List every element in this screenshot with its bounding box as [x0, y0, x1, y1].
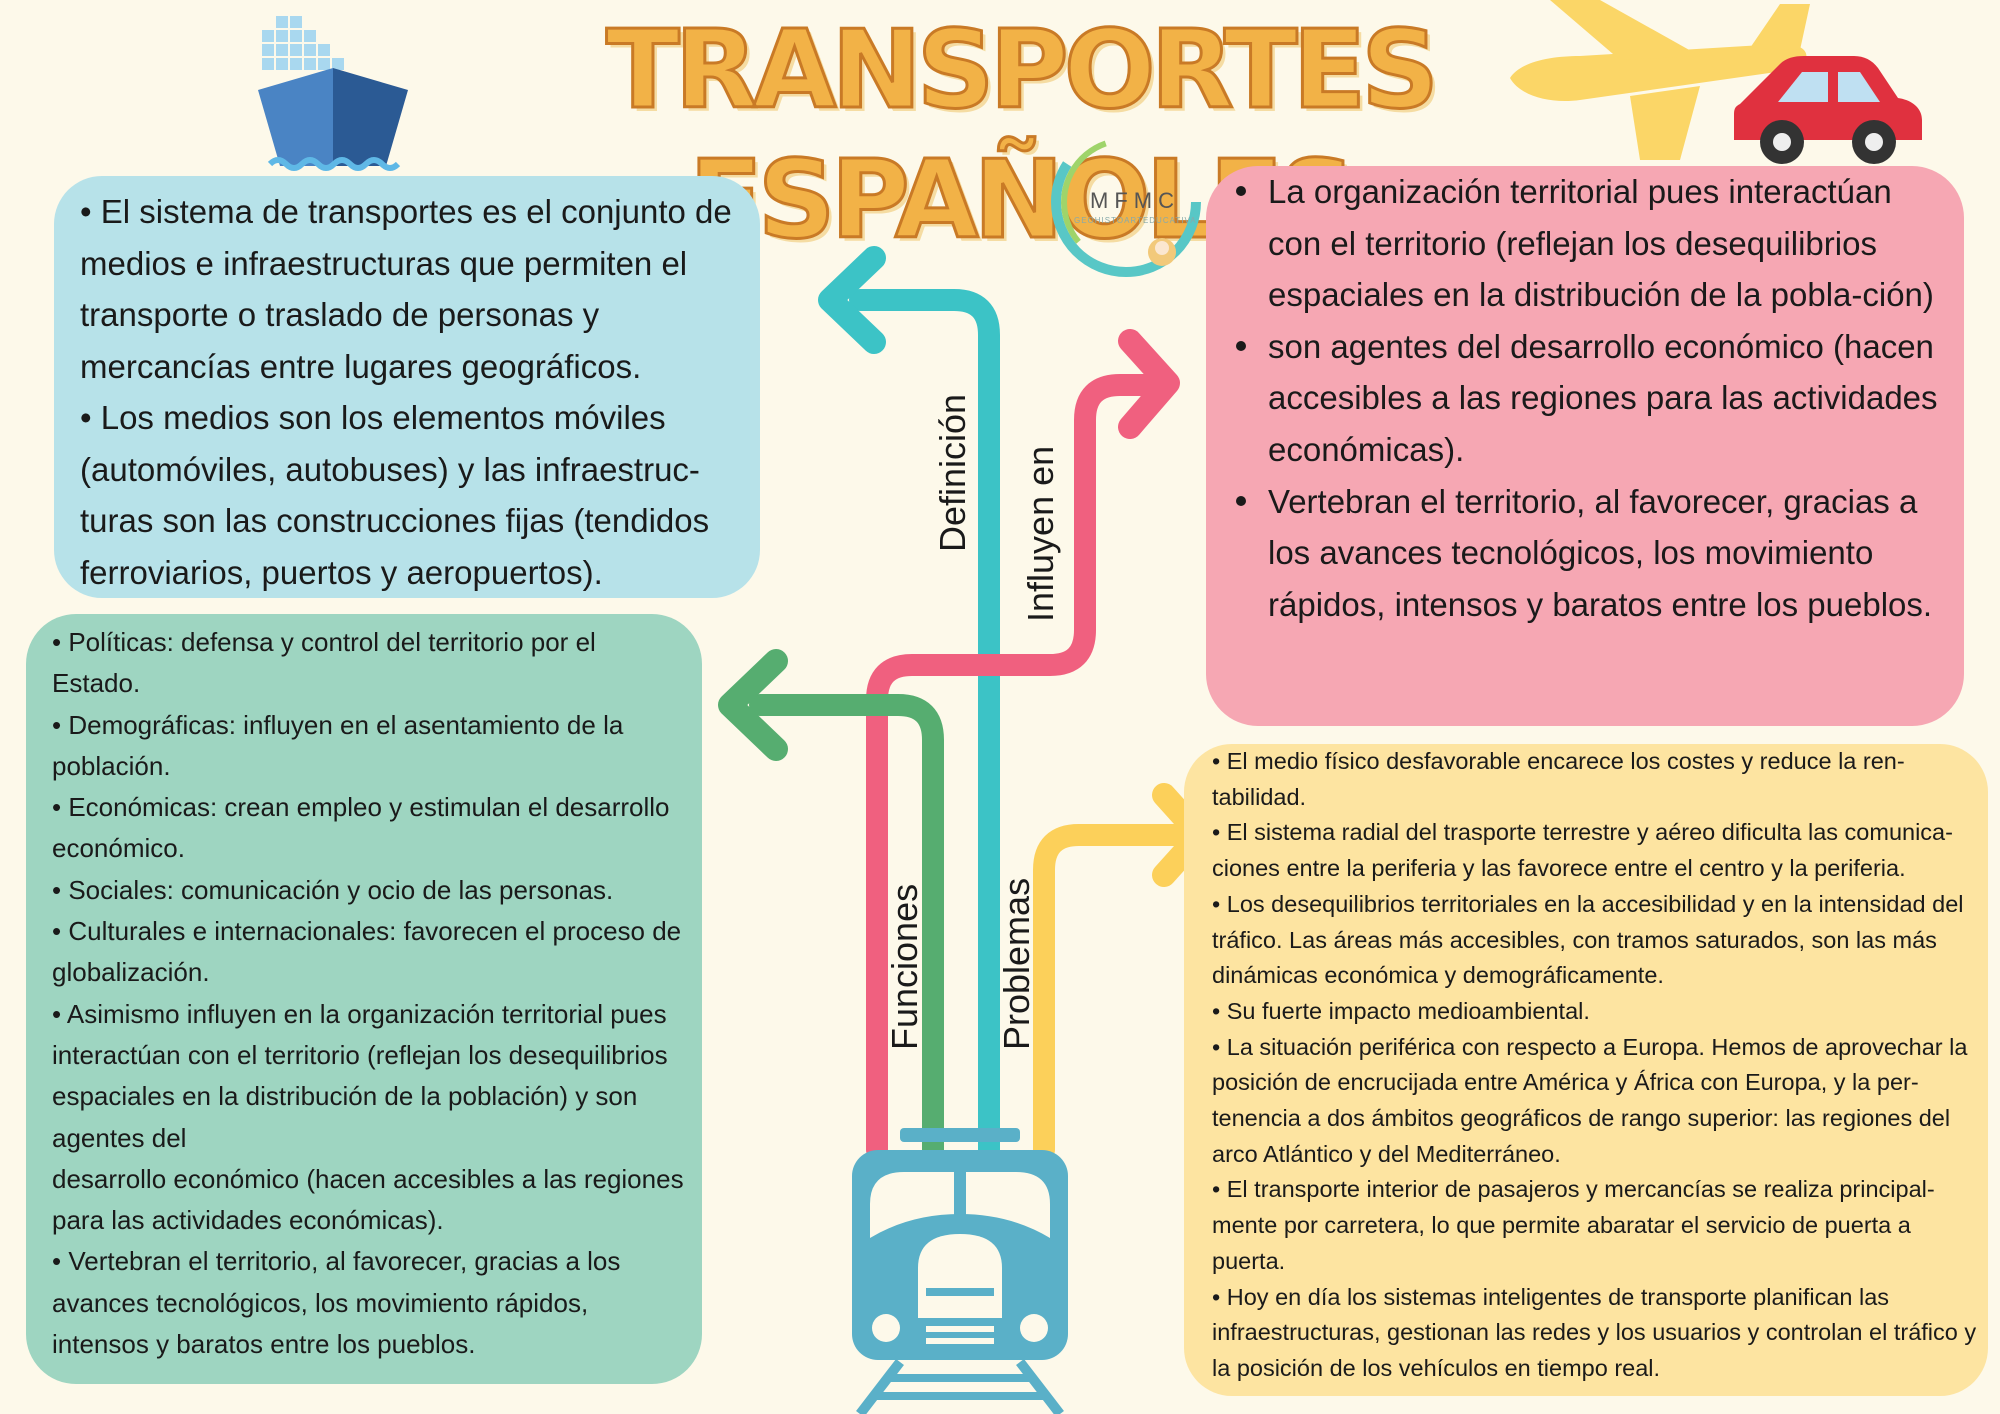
label-funciones: Funciones: [884, 883, 925, 1050]
train-icon: [852, 1128, 1068, 1414]
definition-item: • El sistema de transportes es el conjun…: [80, 193, 732, 385]
logo-text: MFMC: [1090, 188, 1180, 213]
label-influyen: Influyen en: [1020, 445, 1061, 622]
function-item: • Políticas: defensa y control del terri…: [52, 627, 596, 699]
influence-item: son agentes del desarrollo económico (ha…: [1236, 321, 1954, 476]
problem-item: • Su fuerte impacto medioambiental.: [1212, 997, 1590, 1024]
problem-item: • El medio físico desfavorable encarece …: [1212, 748, 1905, 810]
function-item: • Asimismo influyen en la organización t…: [52, 998, 668, 1153]
influence-item: Vertebran el territorio, al favorecer, g…: [1236, 476, 1954, 631]
problem-item: • Los desequilibrios territoriales en la…: [1212, 890, 1964, 989]
problem-item: • El sistema radial del trasporte terres…: [1212, 819, 1953, 882]
airplane-icon: [1510, 0, 1810, 160]
car-icon: [1734, 56, 1922, 164]
logo-subtext: GEOHISTOARTEDUCATIVA: [1074, 216, 1197, 225]
function-item: • Económicas: crean empleo y estimulan e…: [52, 792, 670, 864]
function-item: • Demográficas: influyen en el asentamie…: [52, 709, 624, 781]
problem-item: • El transporte interior de pasajeros y …: [1212, 1176, 1935, 1274]
function-item: • Sociales: comunicación y ocio de las p…: [52, 874, 614, 905]
definition-box: • El sistema de transportes es el conjun…: [54, 176, 760, 598]
influence-box: La organización territorial pues interac…: [1206, 166, 1964, 726]
ship-icon: [258, 16, 408, 171]
influence-item: La organización territorial pues interac…: [1236, 166, 1954, 321]
function-item: • Vertebran el territorio, al favorecer,…: [52, 1246, 621, 1360]
label-problemas: Problemas: [996, 877, 1037, 1050]
problem-item: • La situación periférica con respecto a…: [1212, 1033, 1968, 1167]
problem-item: • Hoy en día los sistemas inteligentes d…: [1212, 1283, 1977, 1381]
definition-item: • Los medios son los elementos móviles (…: [80, 399, 710, 591]
functions-box: • Políticas: defensa y control del terri…: [26, 614, 702, 1384]
function-item: • Culturales e internacionales: favorece…: [52, 916, 682, 988]
label-definicion: Definición: [932, 393, 973, 552]
function-item: desarrollo económico (hacen accesibles a…: [52, 1163, 684, 1236]
problems-box: • El medio físico desfavorable encarece …: [1184, 744, 1988, 1396]
logo-icon: [1051, 127, 1201, 277]
